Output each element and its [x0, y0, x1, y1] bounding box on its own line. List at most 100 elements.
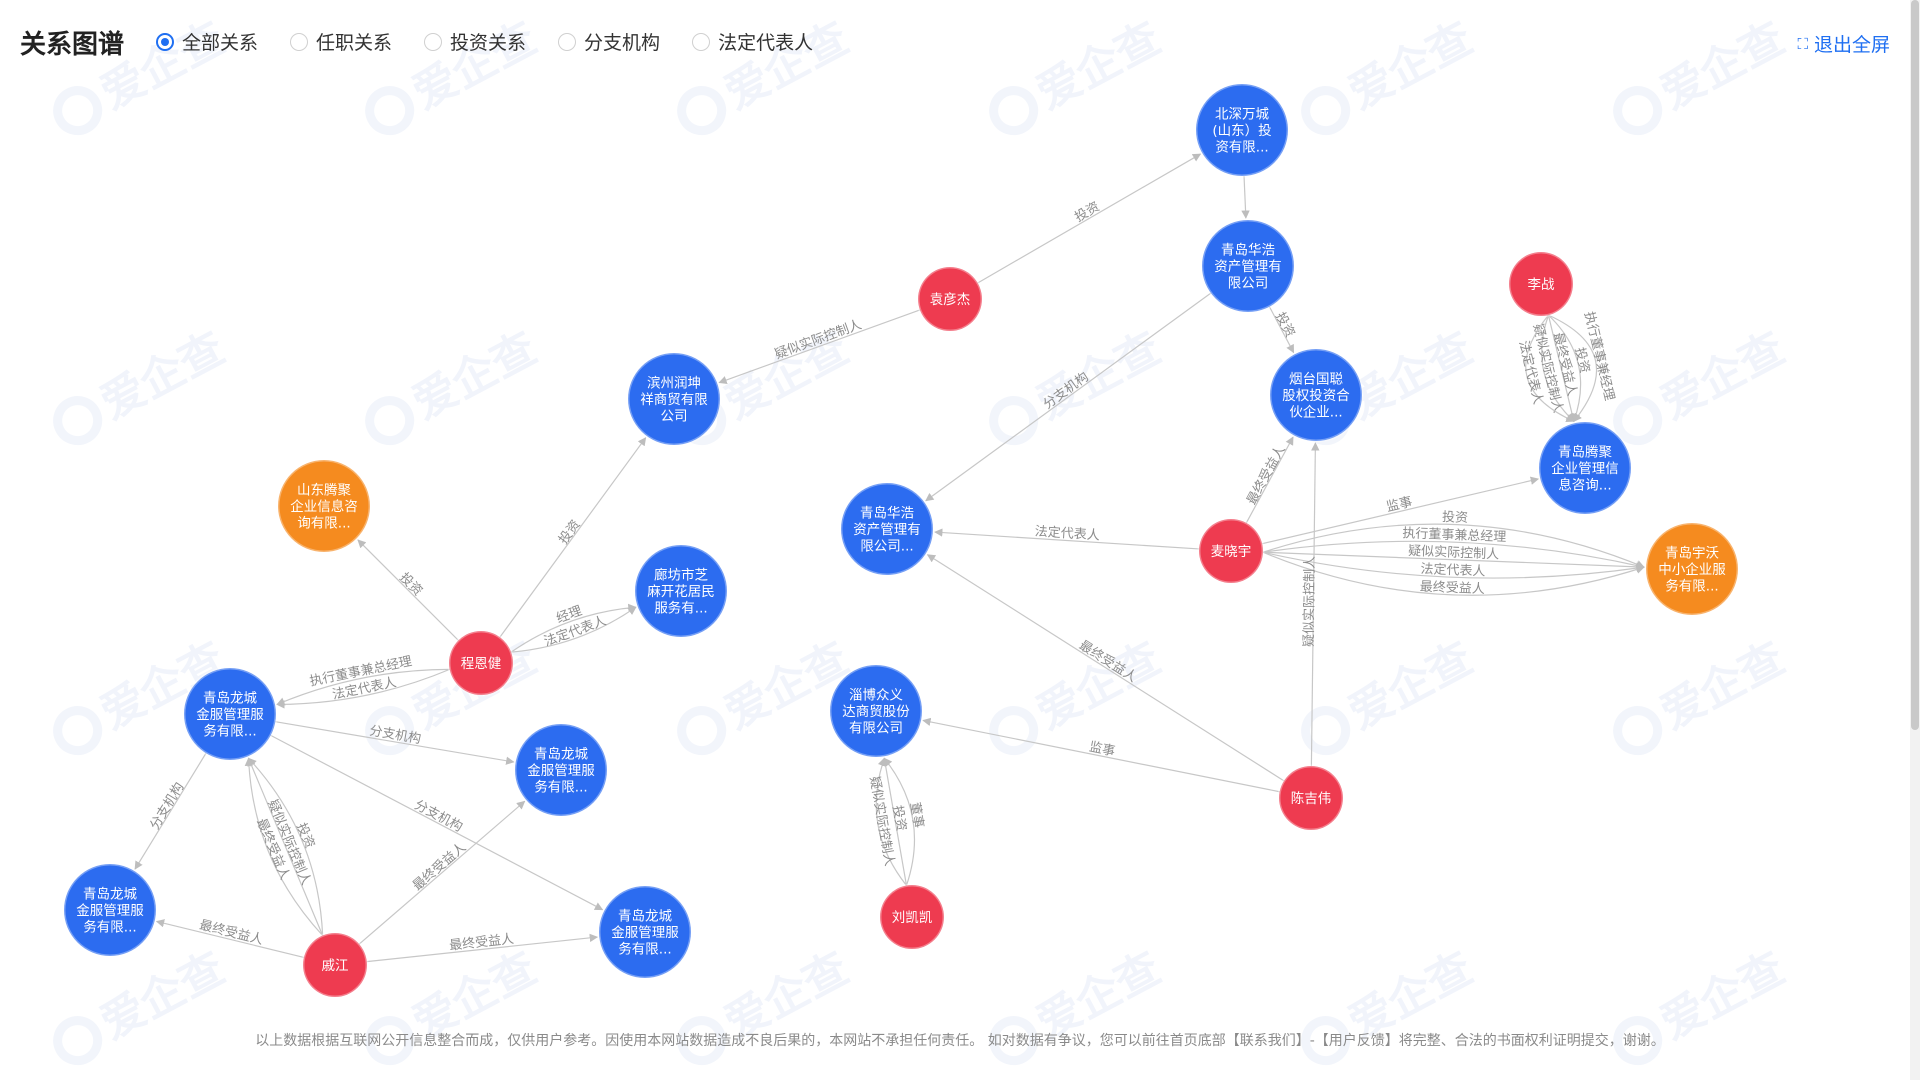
person-node[interactable]: 麦晓宇: [1197, 517, 1265, 585]
edge-label: 分支机构: [148, 780, 188, 832]
filter-branch[interactable]: 分支机构: [558, 28, 660, 55]
relation-edge: [276, 668, 450, 706]
node-circle[interactable]: [878, 883, 946, 951]
node-circle[interactable]: [301, 931, 369, 999]
company-node[interactable]: 青岛华浩资产管理有限公司...: [839, 481, 935, 577]
node-label: 袁彦杰: [930, 292, 971, 308]
relation-edge: [1547, 314, 1577, 423]
node-circle[interactable]: [1507, 250, 1575, 318]
edge-label: 投资: [1072, 199, 1103, 226]
company-node[interactable]: 青岛龙城金服管理服务有限...: [62, 862, 158, 958]
node-circle[interactable]: [916, 265, 984, 333]
relation-edge: [247, 757, 324, 936]
node-circle[interactable]: [62, 862, 158, 958]
node-label: 资产管理有: [1214, 259, 1282, 275]
node-label: 北深万城: [1215, 107, 1269, 123]
filter-investment[interactable]: 投资关系: [424, 28, 526, 55]
node-label: 麻开花居民: [647, 584, 715, 600]
node-circle[interactable]: [828, 663, 924, 759]
node-circle[interactable]: [513, 722, 609, 818]
radio-unchecked-icon[interactable]: [692, 32, 711, 51]
node-label: 祥商贸有限: [640, 392, 708, 408]
exit-fullscreen-label: 退出全屏: [1813, 34, 1890, 56]
radio-unchecked-icon[interactable]: [424, 32, 443, 51]
company-node[interactable]: 青岛宇沃中小企业服务有限...: [1644, 521, 1740, 617]
node-label: 麦晓宇: [1211, 544, 1252, 560]
relation-edge: [358, 800, 526, 945]
company-node[interactable]: 山东腾聚企业信息咨询有限...: [276, 458, 372, 554]
edge-label: 投资: [1571, 346, 1593, 375]
exit-fullscreen-button[interactable]: ⛶ 退出全屏: [1797, 30, 1890, 57]
company-node[interactable]: 青岛腾聚企业管理信息咨询...: [1537, 420, 1633, 516]
node-circle[interactable]: [1200, 218, 1296, 314]
radio-unchecked-icon[interactable]: [558, 32, 577, 51]
disclaimer-text: 以上数据根据互联网公开信息整合而成，仅供用户参考。因使用本网站数据造成不良后果的…: [255, 1033, 1665, 1049]
company-node[interactable]: 青岛龙城金服管理服务有限...: [182, 666, 278, 762]
relation-edge: [875, 757, 907, 886]
node-circle[interactable]: [182, 666, 278, 762]
node-circle[interactable]: [1644, 521, 1740, 617]
node-label: 务有限...: [534, 780, 587, 796]
node-circle[interactable]: [626, 351, 722, 447]
company-node[interactable]: 青岛龙城金服管理服务有限...: [597, 884, 693, 980]
node-circle[interactable]: [633, 543, 729, 639]
relation-edge: [922, 717, 1280, 793]
node-label: 山东腾聚: [297, 482, 351, 499]
node-label: 廊坊市芝: [654, 567, 708, 584]
node-label: 青岛腾聚: [1558, 444, 1612, 461]
node-circle[interactable]: [1277, 764, 1345, 832]
radio-checked-icon[interactable]: [156, 32, 174, 51]
company-node[interactable]: 烟台国聪股权投资合伙企业...: [1268, 347, 1364, 443]
node-label: 限公司...: [860, 539, 913, 555]
relation-edge: [977, 153, 1202, 284]
node-circle[interactable]: [1194, 82, 1290, 178]
node-label: 李战: [1528, 277, 1556, 293]
person-node[interactable]: 李战: [1507, 250, 1575, 318]
scrollbar[interactable]: [1910, 0, 1920, 1080]
person-node[interactable]: 戚江: [301, 931, 369, 999]
node-circle[interactable]: [597, 884, 693, 980]
node-circle[interactable]: [1537, 420, 1633, 516]
company-node[interactable]: 廊坊市芝麻开花居民服务有...: [633, 543, 729, 639]
edge-label: 法定代表人: [1420, 562, 1486, 580]
person-node[interactable]: 程恩健: [447, 629, 515, 697]
filter-employment-label: 任职关系: [316, 32, 393, 54]
relation-edge: [1541, 314, 1575, 422]
radio-unchecked-icon[interactable]: [290, 32, 309, 51]
node-label: 金服管理服: [196, 707, 264, 723]
node-label: 金服管理服: [611, 925, 679, 941]
relation-edge: [357, 539, 459, 641]
company-node[interactable]: 北深万城(山东）投资有限...: [1194, 82, 1290, 178]
node-circle[interactable]: [447, 629, 515, 697]
node-circle[interactable]: [839, 481, 935, 577]
company-node[interactable]: 青岛龙城金服管理服务有限...: [513, 722, 609, 818]
relation-edge: [1262, 551, 1645, 596]
person-node[interactable]: 袁彦杰: [916, 265, 984, 333]
edge-label: 投资: [555, 517, 583, 547]
edge-label: 分支机构: [1041, 370, 1092, 413]
edge-label: 投资: [1272, 310, 1298, 340]
person-node[interactable]: 陈吉伟: [1277, 764, 1345, 832]
node-circle[interactable]: [1197, 517, 1265, 585]
relation-edge: [934, 528, 1200, 550]
node-circle[interactable]: [1268, 347, 1364, 443]
node-label: 程恩健: [461, 656, 502, 672]
node-label: 金服管理服: [527, 763, 595, 779]
relation-edge: [499, 437, 647, 638]
node-label: 有限公司: [849, 721, 903, 737]
filter-employment[interactable]: 任职关系: [290, 28, 392, 55]
toolbar: 关系图谱 全部关系 任职关系 投资关系 分支机构 法定代表人 ⛶ 退出全屏: [0, 0, 1920, 86]
node-circle[interactable]: [276, 458, 372, 554]
filter-all[interactable]: 全部关系: [156, 28, 258, 55]
node-label: 务有限...: [83, 920, 136, 936]
filter-legal-rep[interactable]: 法定代表人: [692, 28, 813, 55]
scrollbar-thumb[interactable]: [1911, 0, 1919, 730]
node-label: 公司: [661, 409, 688, 425]
person-node[interactable]: 刘凯凯: [878, 883, 946, 951]
node-label: 青岛龙城: [83, 887, 137, 903]
